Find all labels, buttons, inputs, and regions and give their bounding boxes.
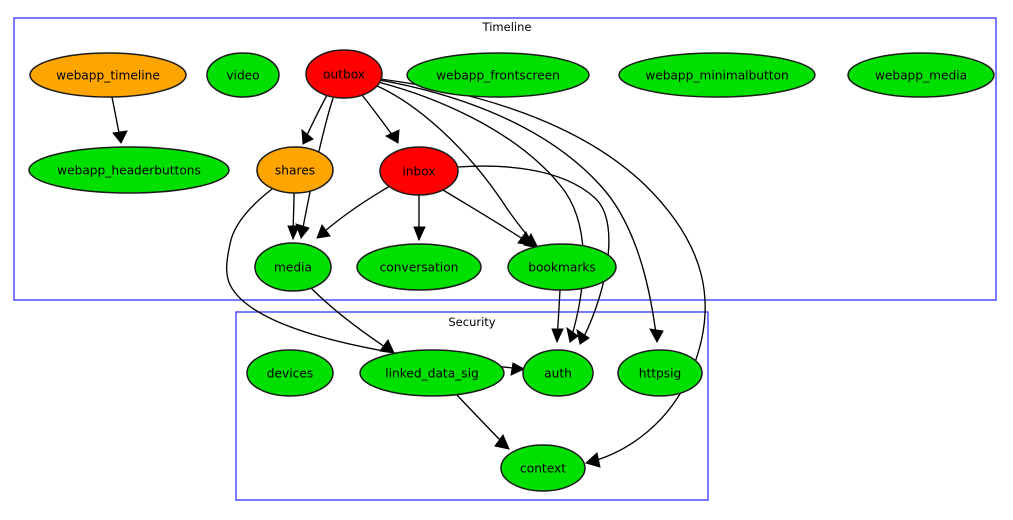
node-label-bookmarks: bookmarks (528, 261, 595, 275)
node-webapp_frontscreen[interactable]: webapp_frontscreen (406, 52, 590, 98)
node-inbox[interactable]: inbox (379, 146, 459, 196)
arrowhead-icon (494, 433, 510, 450)
arrowhead-icon (649, 328, 664, 344)
node-webapp_minimalbutton[interactable]: webapp_minimalbutton (618, 52, 816, 98)
node-webapp_headerbuttons[interactable]: webapp_headerbuttons (28, 146, 230, 194)
cluster-timeline: Timeline (13, 17, 997, 301)
arrowhead-icon (551, 328, 564, 344)
edge-line (310, 287, 395, 354)
node-label-auth: auth (544, 367, 572, 381)
arrowhead-icon (576, 328, 590, 345)
edge-inbox-to-media (316, 185, 391, 239)
node-webapp_timeline[interactable]: webapp_timeline (29, 52, 187, 98)
edge-line (379, 78, 706, 464)
arrowhead-icon (566, 326, 579, 343)
edge-line (442, 189, 533, 246)
node-label-webapp_headerbuttons: webapp_headerbuttons (57, 164, 201, 178)
node-shape-webapp_timeline[interactable] (29, 52, 187, 98)
edge-webapp_timeline-to-webapp_headerbuttons (111, 96, 128, 144)
arrowhead-icon (413, 226, 426, 242)
edge-inbox-to-conversation (413, 195, 426, 242)
arrowhead-icon (112, 130, 128, 144)
node-auth[interactable]: auth (522, 349, 594, 397)
cluster-border-security (235, 311, 709, 501)
edge-shares-to-media (287, 192, 300, 241)
edge-line (457, 165, 610, 345)
node-label-inbox: inbox (402, 165, 435, 179)
edge-media-to-linked_data_sig (310, 287, 395, 354)
node-shape-devices[interactable] (246, 349, 334, 397)
node-shape-shares[interactable] (256, 146, 334, 194)
edge-line (316, 185, 391, 239)
arrowhead-icon (287, 225, 300, 241)
edge-bookmarks-to-auth (551, 289, 564, 344)
node-label-media: media (274, 261, 312, 275)
arrowhead-icon (301, 128, 314, 145)
node-shape-webapp_headerbuttons[interactable] (28, 146, 230, 194)
node-label-outbox: outbox (323, 68, 365, 82)
node-shape-context[interactable] (500, 444, 586, 492)
arrowhead-icon (295, 223, 310, 240)
node-devices[interactable]: devices (246, 349, 334, 397)
node-shape-webapp_minimalbutton[interactable] (618, 52, 816, 98)
node-conversation[interactable]: conversation (356, 243, 482, 291)
node-label-httpsig: httpsig (639, 367, 682, 381)
arrowhead-icon (384, 129, 400, 144)
node-shape-conversation[interactable] (356, 243, 482, 291)
node-bookmarks[interactable]: bookmarks (507, 243, 617, 291)
edge-linked_data_sig-to-context (455, 393, 510, 450)
edge-outbox-to-context (379, 78, 706, 468)
node-shape-linked_data_sig[interactable] (359, 349, 505, 397)
edge-outbox-to-inbox (361, 94, 400, 144)
node-label-shares: shares (275, 164, 315, 178)
node-label-conversation: conversation (380, 261, 459, 275)
edge-outbox-to-auth (377, 81, 585, 343)
node-linked_data_sig[interactable]: linked_data_sig (359, 349, 505, 397)
node-shape-inbox[interactable] (379, 146, 459, 196)
edge-line (377, 81, 585, 343)
node-video[interactable]: video (206, 52, 280, 98)
node-label-webapp_frontscreen: webapp_frontscreen (436, 69, 560, 83)
cluster-label-timeline: Timeline (482, 20, 532, 34)
edge-outbox-to-httpsig (378, 79, 664, 344)
node-shares[interactable]: shares (256, 146, 334, 194)
node-label-webapp_minimalbutton: webapp_minimalbutton (645, 69, 789, 83)
arrowhead-icon (584, 452, 601, 468)
edge-inbox-to-bookmarks (442, 189, 533, 246)
node-shape-webapp_frontscreen[interactable] (406, 52, 590, 98)
node-label-video: video (226, 69, 259, 83)
node-httpsig[interactable]: httpsig (617, 349, 703, 397)
arrowhead-icon (517, 231, 533, 246)
arrowhead-icon (510, 362, 526, 376)
node-shape-httpsig[interactable] (617, 349, 703, 397)
edges-layer (111, 78, 706, 468)
node-shape-outbox[interactable] (305, 49, 383, 99)
node-outbox[interactable]: outbox (305, 49, 383, 99)
node-shape-auth[interactable] (522, 349, 594, 397)
edge-outbox-to-shares (301, 94, 328, 145)
node-label-webapp_media: webapp_media (875, 69, 967, 83)
edge-line (378, 79, 658, 343)
arrowhead-icon (316, 223, 331, 239)
node-shape-video[interactable] (206, 52, 280, 98)
node-shape-bookmarks[interactable] (507, 243, 617, 291)
node-shape-media[interactable] (254, 242, 332, 292)
node-media[interactable]: media (254, 242, 332, 292)
node-label-linked_data_sig: linked_data_sig (385, 367, 478, 381)
node-shape-webapp_media[interactable] (847, 52, 995, 98)
cluster-label-security: Security (448, 315, 495, 329)
node-label-context: context (520, 462, 566, 476)
node-label-devices: devices (267, 367, 313, 381)
node-webapp_media[interactable]: webapp_media (847, 52, 995, 98)
cluster-border-timeline (13, 17, 997, 301)
nodes-layer: webapp_timeline video outbox webapp_frontsc… (28, 49, 995, 492)
cluster-security: Security (235, 311, 709, 501)
node-label-webapp_timeline: webapp_timeline (56, 69, 160, 83)
arrowhead-icon (379, 339, 395, 354)
edge-inbox-to-auth (457, 165, 610, 345)
node-context[interactable]: context (500, 444, 586, 492)
